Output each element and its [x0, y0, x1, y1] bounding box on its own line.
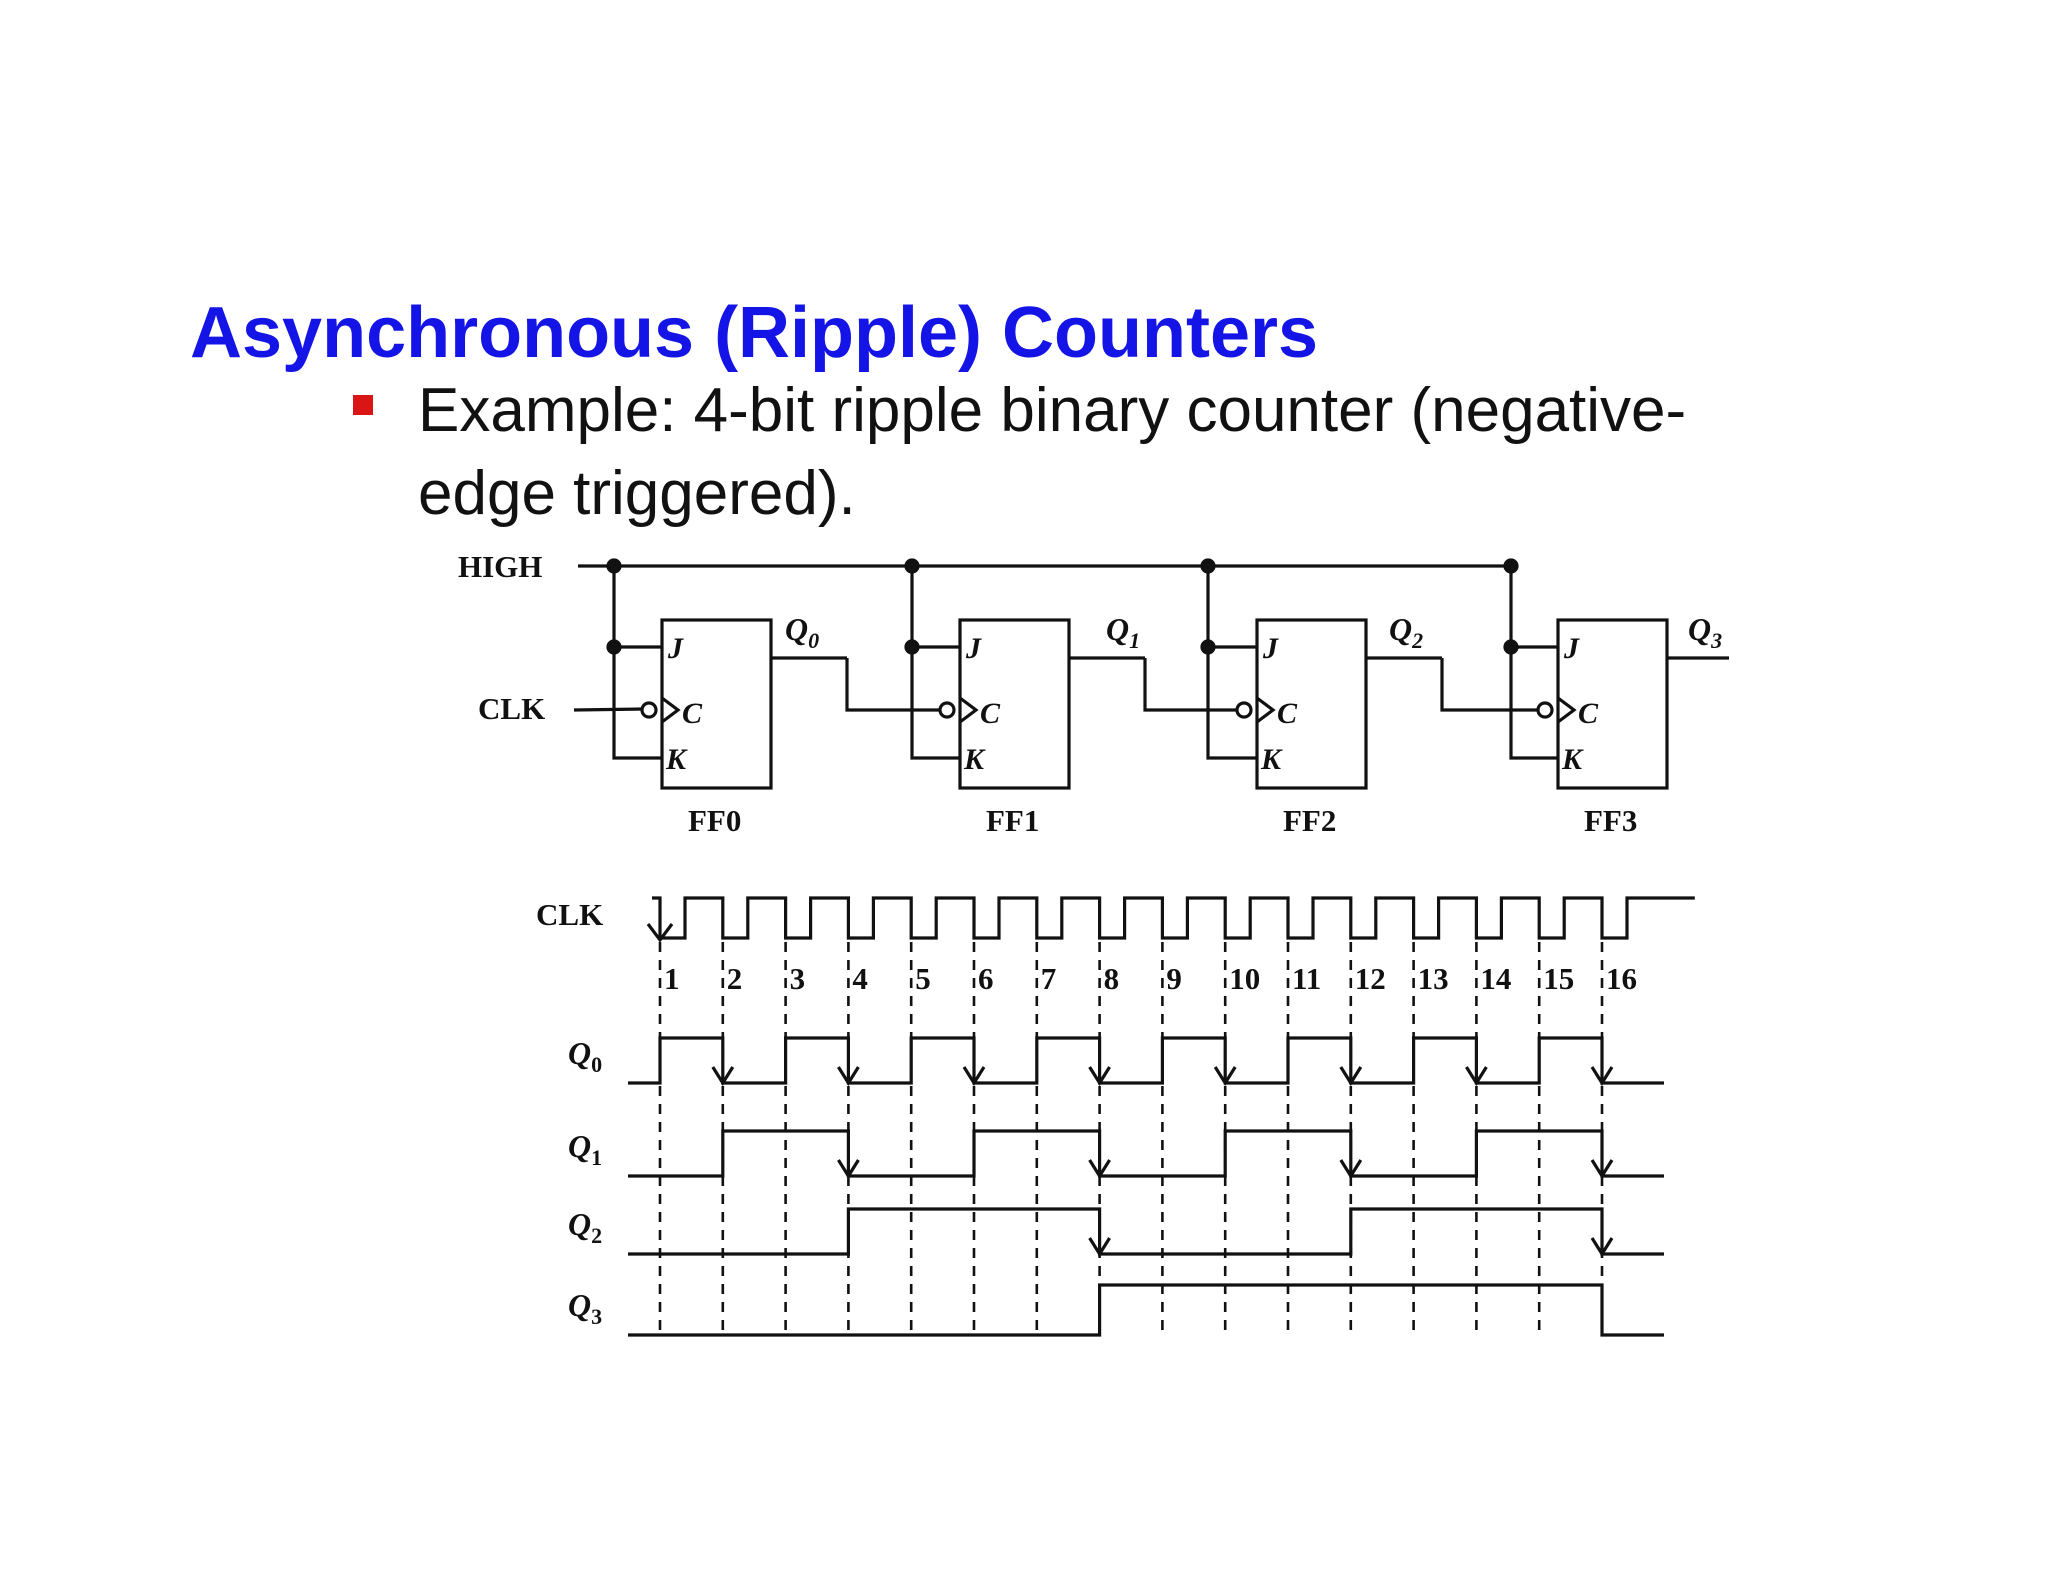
- ff3-clock-triangle: [1557, 696, 1577, 724]
- ff0-high-junction: [606, 558, 622, 574]
- ff0-box: [660, 618, 773, 790]
- ff3-pin-c: C: [1578, 697, 1599, 730]
- ff3-box: [1556, 618, 1669, 790]
- ff2-high-junction: [1200, 558, 1216, 574]
- pulse-number-9: 9: [1166, 961, 1182, 996]
- bullet-text-line-1: Example: 4-bit ripple binary counter (ne…: [418, 376, 1687, 445]
- pulse-number-14: 14: [1480, 961, 1511, 996]
- ff3-q-label: Q3: [1688, 611, 1722, 653]
- q1-signal-label: Q1: [568, 1128, 602, 1170]
- pulse-number-7: 7: [1041, 961, 1057, 996]
- slide-title: Asynchronous (Ripple) Counters: [190, 293, 1319, 373]
- ff0-pin-c: C: [682, 697, 703, 730]
- clk-input-line: [573, 707, 643, 712]
- ff2-pin-j: J: [1262, 632, 1279, 665]
- pulse-number-8: 8: [1104, 961, 1120, 996]
- clk-edge-arrow-1: [646, 923, 674, 943]
- ff2-pin-k: K: [1260, 743, 1283, 776]
- pulse-number-16: 16: [1606, 961, 1637, 996]
- ff1-pin-c: C: [980, 697, 1001, 730]
- pulse-number-15: 15: [1543, 961, 1574, 996]
- ripple-wire-q2-to-ff3: [1440, 658, 1538, 712]
- ff0-clock-bubble: [640, 701, 658, 719]
- ff1-high-junction: [904, 558, 920, 574]
- pulse-number-10: 10: [1229, 961, 1260, 996]
- q2-waveform: [628, 1207, 1664, 1256]
- ff2-clock-bubble: [1235, 701, 1253, 719]
- ff3-name: FF3: [1584, 803, 1637, 838]
- high-label: HIGH: [458, 549, 542, 584]
- ff2-name: FF2: [1283, 803, 1336, 838]
- pulse-number-5: 5: [915, 961, 931, 996]
- ff1-pin-k: K: [963, 743, 986, 776]
- bullet-square-icon: [353, 395, 373, 415]
- ff2-pin-c: C: [1277, 697, 1298, 730]
- q1-waveform: [628, 1129, 1664, 1178]
- q2-signal-label: Q2: [568, 1206, 602, 1248]
- ff0-j-junction: [606, 639, 622, 655]
- ff3-high-junction: [1503, 558, 1519, 574]
- clk-waveform: [652, 896, 1695, 940]
- ff1-name: FF1: [986, 803, 1039, 838]
- pulse-number-1: 1: [664, 961, 680, 996]
- ripple-wire-q0-to-ff1: [845, 658, 940, 712]
- ff1-pin-j: J: [965, 632, 982, 665]
- ff3-k-wire: [1509, 566, 1558, 760]
- pulse-number-13: 13: [1418, 961, 1449, 996]
- pulse-number-3: 3: [790, 961, 806, 996]
- pulse-number-2: 2: [727, 961, 743, 996]
- q0-signal-label: Q0: [568, 1035, 602, 1077]
- ff3-clock-bubble: [1536, 701, 1554, 719]
- ff1-clock-bubble: [938, 701, 956, 719]
- ff3-pin-j: J: [1563, 632, 1580, 665]
- ff0-pin-j: J: [667, 632, 684, 665]
- ff1-box: [958, 618, 1071, 790]
- ff1-q-label: Q1: [1106, 611, 1140, 653]
- ff0-pin-k: K: [665, 743, 688, 776]
- ff2-k-wire: [1206, 566, 1257, 760]
- ff3-pin-k: K: [1561, 743, 1584, 776]
- bullet-text-line-2: edge triggered).: [418, 459, 856, 528]
- timing-clk-label: CLK: [536, 897, 603, 932]
- pulse-number-11: 11: [1292, 961, 1321, 996]
- ff2-box: [1255, 618, 1368, 790]
- ff0-clock-triangle: [661, 696, 681, 724]
- ff0-k-wire: [612, 566, 662, 760]
- q3-signal-label: Q3: [568, 1287, 602, 1329]
- ff1-clock-triangle: [959, 696, 979, 724]
- ff1-k-wire: [910, 566, 960, 760]
- pulse-number-4: 4: [852, 961, 868, 996]
- ff0-q-label: Q0: [785, 611, 819, 653]
- ff0-name: FF0: [688, 803, 741, 838]
- q3-waveform: [628, 1283, 1664, 1337]
- pulse-number-6: 6: [978, 961, 994, 996]
- ff2-q-label: Q2: [1389, 611, 1423, 653]
- clk-input-label: CLK: [478, 691, 545, 726]
- ff2-j-junction: [1200, 639, 1216, 655]
- ff2-clock-triangle: [1256, 696, 1276, 724]
- ff3-j-junction: [1503, 639, 1519, 655]
- ripple-wire-q1-to-ff2: [1143, 658, 1237, 712]
- ff1-j-junction: [904, 639, 920, 655]
- q0-waveform: [628, 1036, 1664, 1085]
- pulse-number-12: 12: [1355, 961, 1386, 996]
